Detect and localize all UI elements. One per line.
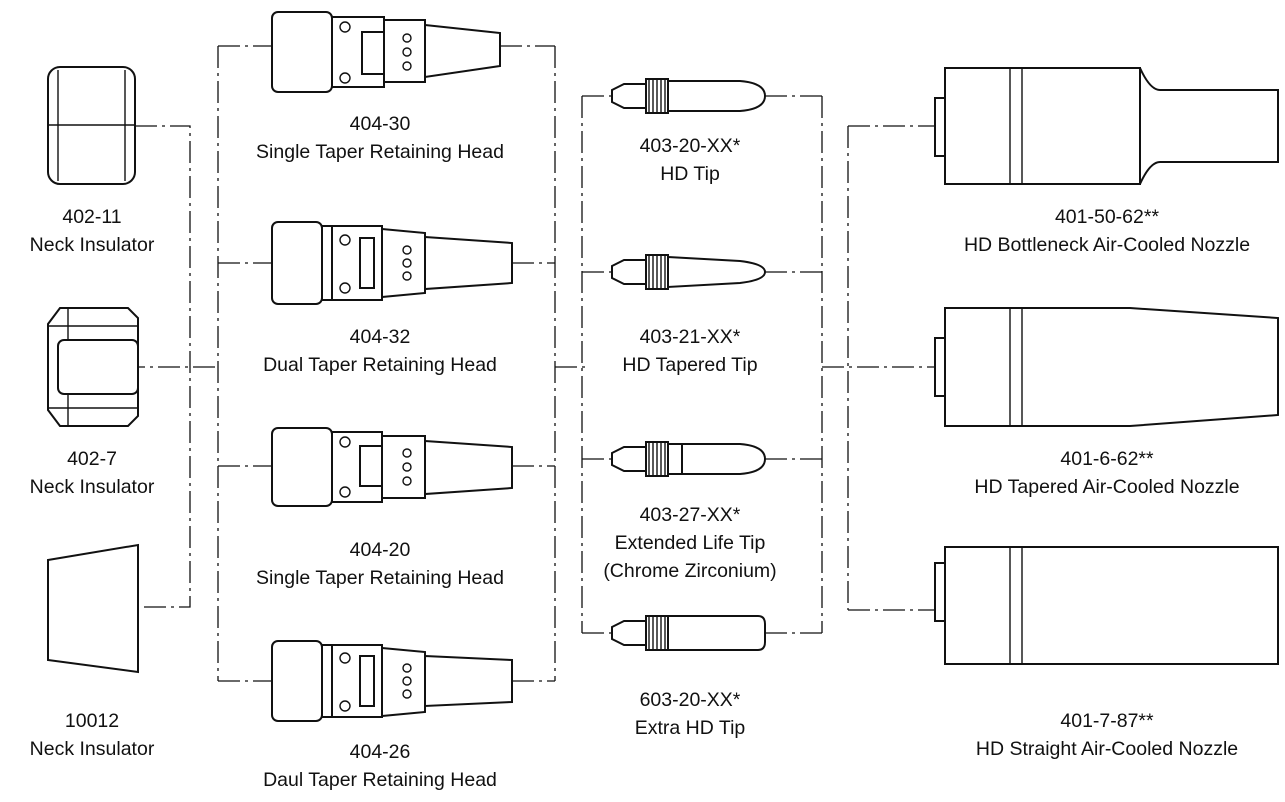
part-name-label: Extra HD Tip	[635, 717, 746, 739]
part-name-label: Neck Insulator	[30, 234, 155, 256]
part-name-label: Single Taper Retaining Head	[256, 567, 504, 589]
part-number-label: 10012	[65, 710, 119, 732]
part-number-label: 402-7	[67, 448, 117, 470]
part-number-label: 404-30	[350, 113, 411, 135]
neck-insulator-402-7-drawing	[47, 307, 139, 427]
part-number-label: 403-20-XX*	[640, 135, 741, 157]
part-name-label: HD Tapered Tip	[622, 354, 757, 376]
part-name-label: HD Tapered Air-Cooled Nozzle	[974, 476, 1239, 498]
part-number-label: 603-20-XX*	[640, 689, 741, 711]
tip-403-21-drawing	[611, 254, 767, 290]
part-name-label: Daul Taper Retaining Head	[263, 769, 497, 791]
tip-403-20-drawing	[611, 78, 767, 114]
retaining-head-404-32-drawing	[271, 221, 513, 305]
neck-insulator-402-11-drawing	[47, 66, 136, 185]
part-number-label: 401-50-62**	[1055, 206, 1159, 228]
tip-403-27-drawing	[611, 441, 767, 477]
part-name-label: Single Taper Retaining Head	[256, 141, 504, 163]
tip-603-20-drawing	[611, 615, 766, 651]
part-name-label: Neck Insulator	[30, 476, 155, 498]
part-name-label: HD Tip	[660, 163, 720, 185]
connector-lines	[88, 45, 935, 682]
part-name-label: HD Straight Air-Cooled Nozzle	[976, 738, 1238, 760]
part-number-label: 404-26	[350, 741, 411, 763]
nozzle-401-7-87-drawing	[934, 546, 1279, 665]
part-note-label: (Chrome Zirconium)	[603, 560, 776, 582]
labels: 402-11 Neck Insulator 402-7 Neck Insulat…	[30, 113, 1250, 791]
neck-insulator-10012-drawing	[47, 543, 139, 674]
nozzle-401-50-62-drawing	[934, 67, 1279, 185]
part-name-label: Dual Taper Retaining Head	[263, 354, 497, 376]
retaining-head-404-20-drawing	[271, 427, 513, 507]
part-number-label: 404-32	[350, 326, 411, 348]
part-number-label: 403-21-XX*	[640, 326, 741, 348]
part-number-label: 401-7-87**	[1060, 710, 1154, 732]
part-name-label: HD Bottleneck Air-Cooled Nozzle	[964, 234, 1250, 256]
part-number-label: 402-11	[62, 206, 121, 228]
part-number-label: 401-6-62**	[1060, 448, 1154, 470]
part-number-label: 403-27-XX*	[640, 504, 741, 526]
part-name-label: Neck Insulator	[30, 738, 155, 760]
retaining-head-404-26-drawing	[271, 640, 513, 722]
part-number-label: 404-20	[350, 539, 411, 561]
part-name-label: Extended Life Tip	[615, 532, 766, 554]
retaining-head-404-30-drawing	[271, 11, 501, 93]
nozzle-401-6-62-drawing	[934, 307, 1279, 427]
